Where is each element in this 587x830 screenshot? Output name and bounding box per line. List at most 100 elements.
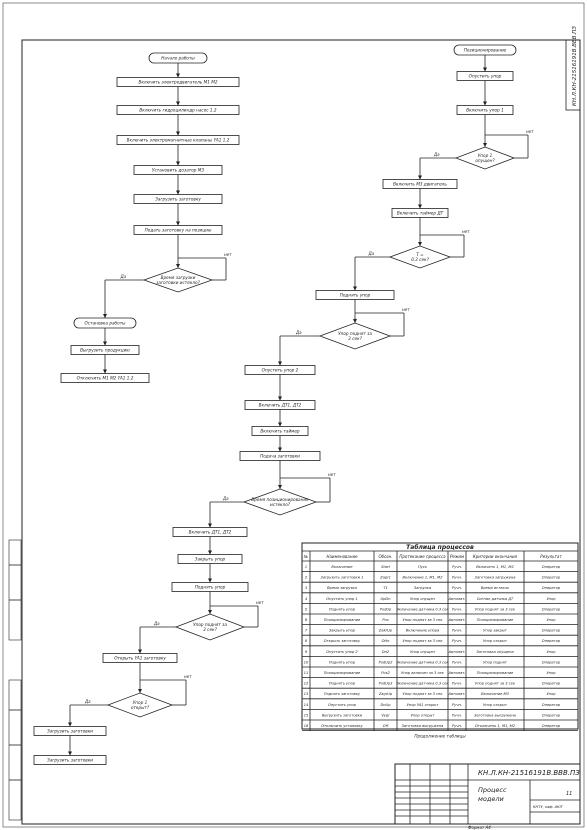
table-cell: 3 bbox=[305, 586, 308, 590]
right-step-label-21: Загрузить заготовки bbox=[47, 729, 93, 734]
table-cell: Время загрузки bbox=[327, 586, 357, 590]
table-cell: DnUp bbox=[381, 703, 392, 707]
table-cell: Позиционирование bbox=[477, 618, 514, 622]
title-block-group: КНТУ, каф. АКіТ bbox=[533, 805, 564, 809]
right-step-label-12: Включить таймер bbox=[260, 429, 299, 434]
right-step-process-8: Поднять упор bbox=[315, 290, 395, 300]
yes-label: Да bbox=[153, 621, 160, 626]
no-label: нет bbox=[462, 229, 470, 234]
title-block-code: КН.Л.КН-21516191В.ВВВ.ПЗ bbox=[478, 769, 580, 777]
table-cell: Оператор bbox=[542, 703, 561, 707]
right-step-process-2: Опустить упор bbox=[456, 71, 514, 81]
right-step-process-13: Подача заготовки bbox=[239, 451, 321, 461]
title-block-title-line2: модели bbox=[478, 795, 504, 803]
table-title: Таблица процессов bbox=[406, 544, 474, 551]
right-step-process-21: Загрузить заготовки bbox=[33, 726, 107, 736]
table-cell: ZagrUp bbox=[378, 692, 393, 696]
yes-label: Да bbox=[295, 330, 302, 335]
table-cell: Включение датчика 0.3 сек bbox=[396, 660, 449, 664]
left-step-label-3: Включить гидроцилиндр насос 1.2 bbox=[139, 108, 216, 113]
table-cell: Упор опущен bbox=[410, 650, 435, 654]
title-block: КН.Л.КН-21516191В.ВВВ.ПЗ Процесс модели … bbox=[394, 763, 581, 830]
table-cell: Включение 1, М1, М2 bbox=[403, 576, 444, 580]
table-cell: 11 bbox=[304, 671, 309, 675]
table-cell: 8 bbox=[305, 639, 308, 643]
right-step-process-17: Поднять упор bbox=[171, 582, 249, 592]
table-header-6: Критерии окончания bbox=[473, 554, 518, 559]
right-step-label-16: Закрыть упор bbox=[195, 557, 226, 562]
table-header-1: № bbox=[303, 554, 308, 559]
right-step-process-5: Включить М3 двигатель bbox=[382, 179, 458, 189]
left-step-process-4: Включить электромагнитные клапаны YA1 1.… bbox=[116, 135, 240, 145]
table-cell: Упор открыт bbox=[411, 713, 436, 717]
table-header-7: Результат bbox=[540, 554, 562, 559]
right-step-process-16: Закрыть упор bbox=[177, 554, 243, 564]
table-header-4: Протекание процесса bbox=[399, 554, 446, 559]
no-label: нет bbox=[328, 472, 336, 477]
side-code: КН.Л.КН-21516191В.ВВВ.ПЗ bbox=[572, 26, 578, 106]
table-cell: Поднять заготовку bbox=[324, 692, 361, 696]
table-cell: Время истекло bbox=[481, 586, 510, 590]
table-cell: Ручн. bbox=[452, 639, 462, 643]
table-cell: 6 bbox=[305, 618, 308, 622]
left-step-terminal-1: Начало работы bbox=[148, 52, 208, 64]
left-step-label-6: Загрузить заготовку bbox=[155, 197, 201, 202]
table-cell: Автомат. bbox=[447, 618, 465, 622]
right-step-label-19: Открыть YA1 заготовку bbox=[114, 656, 166, 661]
table-cell: UpDn bbox=[381, 597, 392, 601]
right-step-label-1: Позиционирование bbox=[464, 48, 507, 53]
yes-label: Да bbox=[433, 152, 440, 157]
table-cell: PodUp3 bbox=[379, 682, 394, 686]
left-step-label-11: Отключить М1 М2 YA1 1.2 bbox=[77, 376, 134, 381]
right-step-label-17: Поднять упор bbox=[195, 585, 226, 590]
no-label: нет bbox=[256, 600, 264, 605]
table-cell: 1 bbox=[305, 565, 307, 569]
left-step-process-6: Загрузить заготовку bbox=[133, 194, 223, 204]
table-cell: Упор bbox=[546, 650, 556, 654]
left-step-label-1: Начало работы bbox=[161, 56, 195, 61]
table-cell: Упор поднят за 3 сек bbox=[475, 607, 516, 611]
table-cell: Опустить упор 1 bbox=[326, 597, 357, 601]
frame-border bbox=[21, 39, 581, 825]
table-frame bbox=[301, 542, 579, 730]
table-cell: 14 bbox=[304, 703, 309, 707]
table-cell: Заготовка загружена bbox=[475, 576, 516, 580]
right-step-label-7: Т =0.3 сек? bbox=[411, 252, 429, 262]
table-cell: Упор bbox=[546, 618, 556, 622]
right-step-decision-7: Т =0.3 сек? bbox=[388, 245, 452, 269]
table-cell: Включение bbox=[331, 565, 353, 569]
table-cell: Оператор bbox=[542, 586, 561, 590]
right-step-process-3: Включить упор 1 bbox=[456, 105, 514, 115]
table-cell: Упор поднят за 3 сек bbox=[403, 618, 444, 622]
table-cell: Включение датчика 0.3 сек bbox=[396, 607, 449, 611]
table-cell: Включение М3 bbox=[481, 692, 509, 696]
right-step-label-11: Включить ДТ1, ДТ2 bbox=[259, 403, 302, 408]
table-cell: Позиционирование bbox=[324, 671, 361, 675]
table-cell: Загрузить заготовки 1 bbox=[321, 576, 364, 580]
table-cell: Pos bbox=[382, 618, 388, 622]
table-cell: Ручн. bbox=[452, 607, 462, 611]
table-cell: Start bbox=[381, 565, 390, 569]
left-step-process-5: Установить дозатор М3 bbox=[133, 165, 223, 175]
table-cell: Позиционирование bbox=[477, 671, 514, 675]
table-cell: Ручн. bbox=[452, 576, 462, 580]
table-cell: Оператор bbox=[542, 682, 561, 686]
table-cell: Заготовка выгружена bbox=[402, 724, 444, 728]
title-block-sheet: 11 bbox=[566, 791, 572, 797]
table-cell: 4 bbox=[305, 597, 308, 601]
yes-label: Да bbox=[222, 496, 229, 501]
left-step-terminal-9: Остановка работы bbox=[73, 317, 137, 329]
table-cell: Ручн. bbox=[452, 565, 462, 569]
table-cell: Упор закрыт bbox=[483, 629, 508, 633]
table-cell: Ручн. bbox=[452, 586, 462, 590]
table-cell: Поднять упор bbox=[329, 682, 356, 686]
